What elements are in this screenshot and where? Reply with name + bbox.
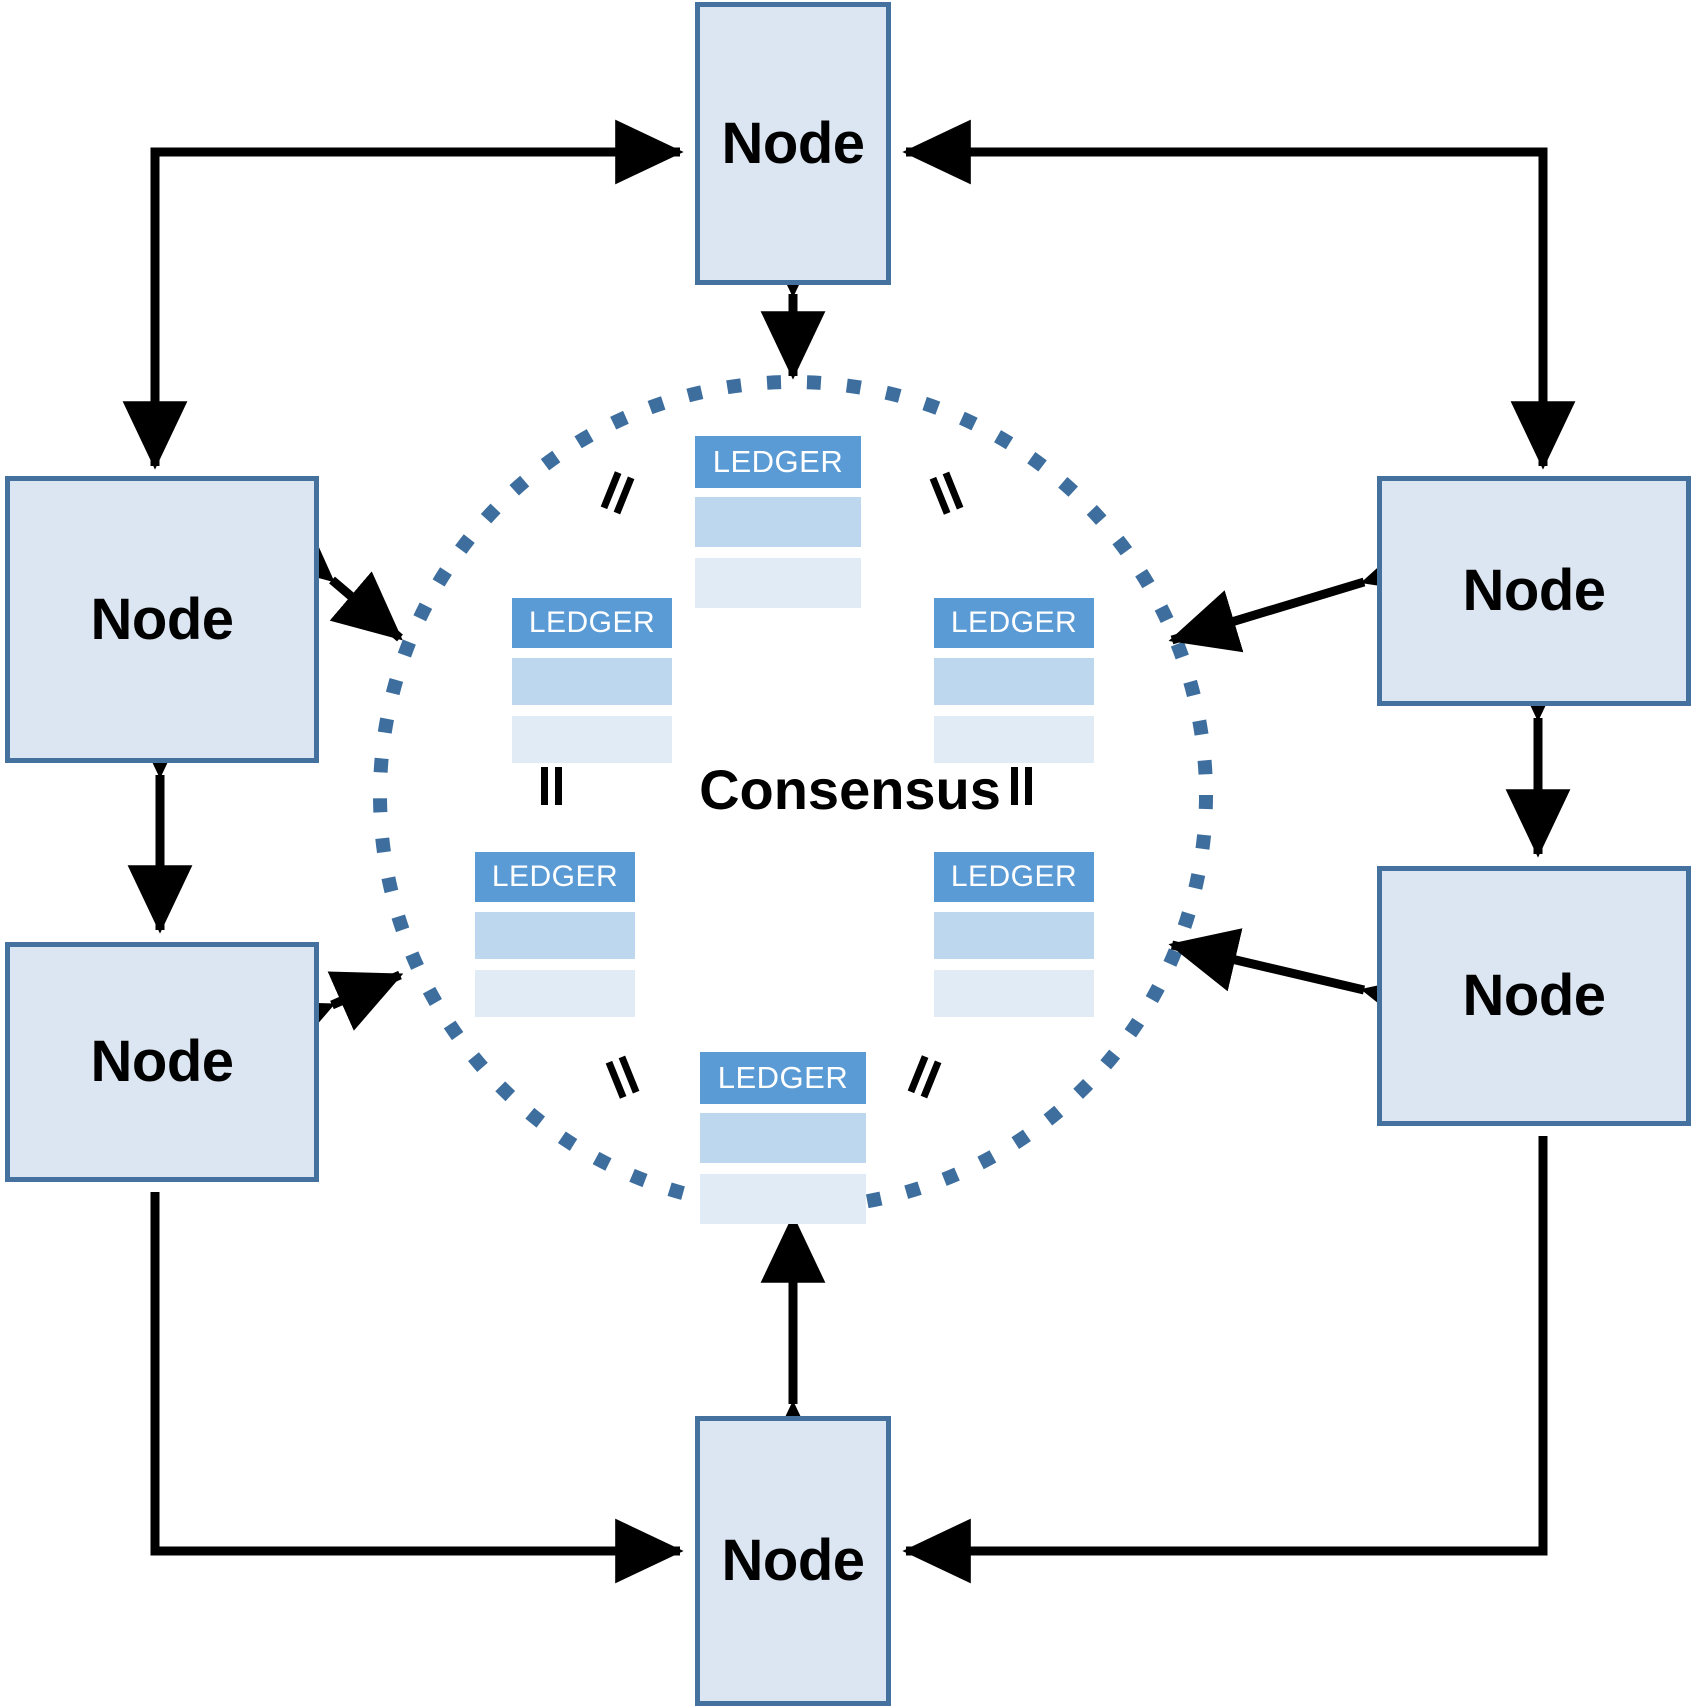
ledger-header: LEDGER <box>475 852 635 902</box>
arrow-right-lower-to-bottom <box>902 1136 1548 1584</box>
ledger-row <box>934 912 1094 959</box>
equals-icon-middle-left <box>535 767 569 805</box>
arrow-right-lower-to-circle <box>1168 928 1435 1037</box>
ledger-card-upper-right[interactable]: LEDGER <box>934 598 1094 763</box>
node-box-bottom[interactable]: Node <box>695 1416 891 1706</box>
ledger-card-top-center[interactable]: LEDGER <box>695 436 861 608</box>
ledger-card-upper-left[interactable]: LEDGER <box>512 598 672 763</box>
arrow-right-upper-to-top <box>902 119 1548 466</box>
ledger-row <box>700 1174 866 1224</box>
equals-icon-middle-right <box>1005 767 1039 805</box>
ledger-header: LEDGER <box>512 598 672 648</box>
consensus-label: Consensus <box>699 758 1001 821</box>
node-box-left-lower[interactable]: Node <box>5 942 319 1182</box>
ledger-row <box>475 912 635 959</box>
node-box-left-upper[interactable]: Node <box>5 476 319 763</box>
node-box-right-lower[interactable]: Node <box>1377 866 1691 1126</box>
node-label: Node <box>721 1528 866 1593</box>
ledger-header: LEDGER <box>934 598 1094 648</box>
node-label: Node <box>1462 963 1607 1028</box>
ledger-header: LEDGER <box>700 1052 866 1104</box>
ledger-row <box>934 716 1094 763</box>
ledger-row <box>695 558 861 608</box>
arrow-left-upper-to-circle <box>261 513 403 642</box>
ledger-row <box>934 970 1094 1017</box>
node-label: Node <box>721 110 866 176</box>
ledger-card-lower-left[interactable]: LEDGER <box>475 852 635 1017</box>
ledger-header: LEDGER <box>934 852 1094 902</box>
arrow-left-upper-to-top <box>150 119 684 466</box>
ledger-row <box>512 658 672 705</box>
node-label: Node <box>90 586 235 652</box>
node-box-top[interactable]: Node <box>695 2 891 285</box>
ledger-row <box>512 716 672 763</box>
ledger-card-lower-right[interactable]: LEDGER <box>934 852 1094 1017</box>
ledger-row <box>695 497 861 547</box>
node-box-right-upper[interactable]: Node <box>1377 476 1691 706</box>
node-label: Node <box>1462 558 1607 623</box>
arrow-right-upper-to-circle <box>1168 532 1436 653</box>
node-label: Node <box>90 1029 235 1094</box>
ledger-row <box>934 658 1094 705</box>
ledger-row <box>700 1113 866 1163</box>
arrow-left-lower-to-bottom <box>150 1192 684 1584</box>
arrow-left-lower-to-circle <box>259 970 404 1061</box>
ledger-row <box>475 970 635 1017</box>
ledger-card-bottom-center[interactable]: LEDGER <box>700 1052 866 1224</box>
ledger-header: LEDGER <box>695 436 861 488</box>
